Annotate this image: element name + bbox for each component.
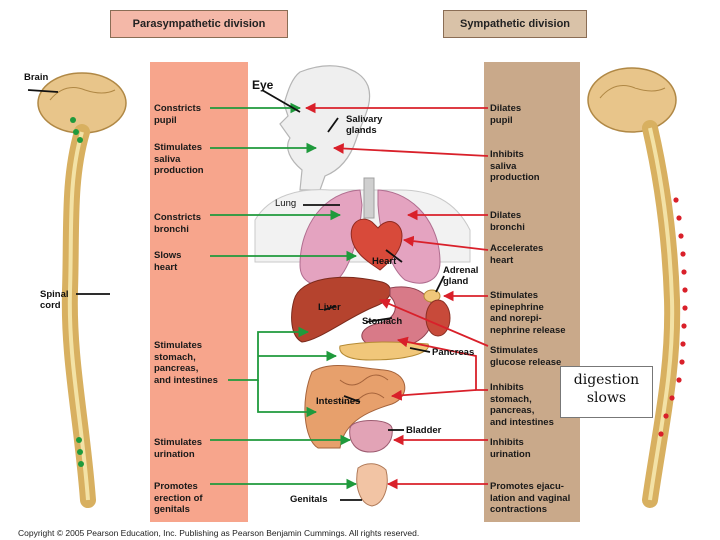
copyright-text: Copyright © 2005 Pearson Education, Inc.…: [18, 528, 420, 538]
symp-label-genitals: Promotes ejacu- lation and vaginal contr…: [490, 481, 571, 515]
body-figure: [254, 65, 471, 507]
heart-organ: [350, 218, 403, 271]
symp-label-pupil: Dilates pupil: [490, 103, 522, 126]
sympathetic-column: [484, 62, 580, 522]
symp-label-saliva: Inhibits saliva production: [490, 149, 540, 183]
bladder-organ: [349, 420, 393, 453]
intestines-organ: [304, 365, 406, 449]
sympathetic-arrows: [304, 102, 489, 490]
para-label-urination: Stimulates urination: [154, 437, 203, 460]
organ-label-heart: Heart: [372, 256, 397, 267]
para-label-pupil: Constricts pupil: [154, 103, 201, 126]
sympathetic-header: Sympathetic division: [443, 10, 587, 38]
pointer-lines: [27, 89, 445, 501]
organ-label-salivary: Salivary glands: [346, 114, 383, 136]
right-brain: [587, 67, 677, 133]
organ-label-genitals: Genitals: [290, 494, 328, 505]
left-spine: [37, 72, 127, 508]
symp-label-adrenal: Stimulates epinephrine and norepi- nephr…: [490, 290, 566, 336]
label-spinal-cord: Spinal cord: [40, 289, 69, 311]
liver-organ: [291, 276, 391, 343]
left-brain: [37, 72, 127, 134]
organ-label-lung: Lung: [275, 198, 297, 209]
digestion-slows-note: digestion slows: [560, 366, 653, 418]
para-label-heart: Slows heart: [154, 250, 182, 273]
organ-label-adrenal: Adrenal gland: [443, 265, 479, 287]
genitals-organ: [356, 463, 388, 507]
pancreas-organ: [339, 341, 429, 361]
parasympathetic-header-label: Parasympathetic division: [132, 18, 266, 30]
symp-label-urination: Inhibits urination: [490, 437, 531, 460]
para-label-genitals: Promotes erection of genitals: [154, 481, 203, 515]
organ-label-liver: Liver: [318, 302, 341, 313]
kidney-organ: [425, 299, 451, 337]
para-label-digestion: Stimulates stomach, pancreas, and intest…: [154, 340, 218, 386]
symp-label-digestion: Inhibits stomach, pancreas, and intestin…: [490, 382, 554, 428]
symp-label-glucose: Stimulates glucose release: [490, 345, 562, 368]
symp-label-heart: Accelerates heart: [490, 243, 544, 266]
symp-label-bronchi: Dilates bronchi: [490, 210, 525, 233]
para-label-bronchi: Constricts bronchi: [154, 212, 201, 235]
label-brain: Brain: [24, 72, 49, 83]
organ-label-pancreas: Pancreas: [432, 347, 475, 358]
para-label-saliva: Stimulates saliva production: [154, 142, 204, 176]
organ-label-eye: Eye: [252, 78, 274, 92]
organ-label-stomach: Stomach: [362, 316, 403, 327]
organ-label-bladder: Bladder: [406, 425, 442, 436]
right-spine: [587, 67, 688, 508]
organ-label-intestines: Intestines: [316, 396, 361, 407]
parasympathetic-arrows: [210, 102, 358, 490]
left-ganglia: [70, 117, 84, 467]
parasympathetic-header: Parasympathetic division: [110, 10, 288, 38]
right-ganglia: [658, 197, 688, 437]
sympathetic-header-label: Sympathetic division: [459, 18, 571, 30]
parasympathetic-column: [150, 62, 248, 522]
head-silhouette: [279, 65, 371, 191]
